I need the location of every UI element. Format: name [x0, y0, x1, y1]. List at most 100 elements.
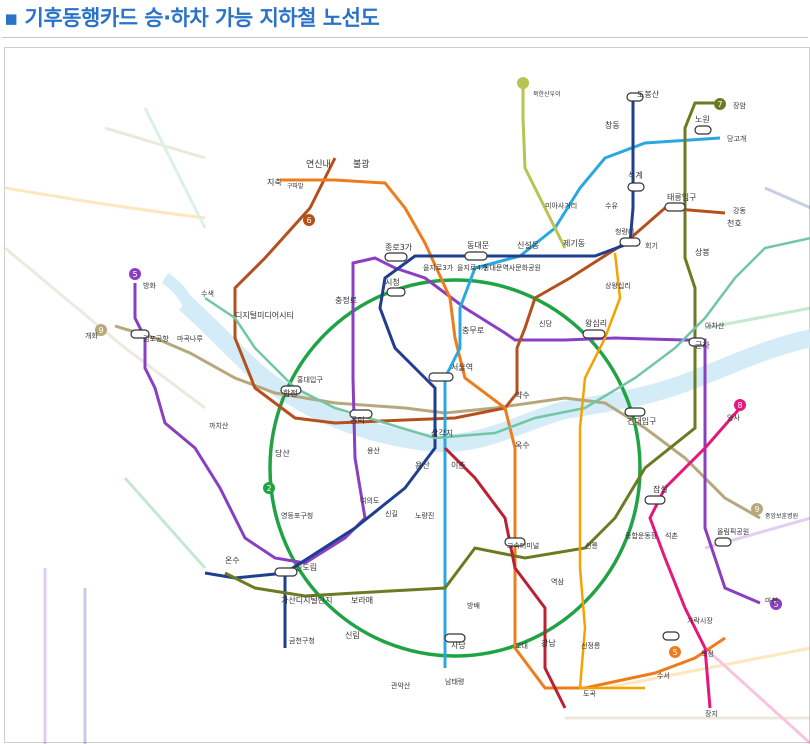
- sinbundang-line-route: [443, 446, 567, 709]
- han-river-west: [161, 273, 196, 310]
- station-label-samgakji: 삼각지: [431, 428, 453, 438]
- station-marker-gunja: [688, 337, 706, 347]
- station-label-konkuk: 건대입구: [627, 416, 656, 426]
- station-label-bulgwang: 불광: [353, 158, 370, 170]
- station-marker-konkuk: [624, 407, 646, 417]
- station-label-geumcheon: 금천구청: [289, 636, 315, 645]
- station-label-jungang-bohun: 중앙보훈병원: [765, 512, 798, 520]
- gyeongui-line-route: [204, 236, 810, 440]
- page-title: ▪ 기후동행카드 승·하차 가능 지하철 노선도: [4, 6, 380, 30]
- station-label-gupabal: 구파발: [287, 182, 304, 190]
- station-marker-gimpo: [130, 329, 150, 339]
- station-marker-sindorim: [274, 567, 298, 577]
- station-label-sinseoldong: 신설동: [517, 240, 539, 250]
- line-9-badge-east: [751, 503, 763, 515]
- station-marker-olympic-park: [714, 537, 732, 547]
- station-label-euljiro3: 을지로3가: [423, 263, 454, 272]
- station-label-macheon: 마천: [765, 596, 778, 605]
- station-marker-seoul-station: [428, 372, 454, 382]
- suin-line-route: [578, 252, 645, 690]
- line-2-badge-west-label: 2: [266, 484, 271, 493]
- station-label-amsa: 암사: [727, 413, 740, 422]
- station-label-yeongdeungpo-office: 영등포구청: [281, 511, 313, 520]
- station-label-dobongsan: 도봉산: [637, 89, 660, 99]
- line-5-badge-east-label: 5: [773, 600, 778, 609]
- line-6-route: [233, 157, 726, 425]
- station-label-jangji: 장지: [705, 709, 718, 718]
- station-label-hyochang: 용산: [367, 446, 380, 455]
- station-label-boramae: 보라매: [351, 596, 373, 605]
- station-label-garak: 가락시장: [687, 616, 713, 625]
- station-marker-dongdaemun: [464, 251, 488, 261]
- station-label-yeonsinnae: 연신내: [306, 159, 331, 170]
- subway-map: 5 9 6 7 2 8 9 5 5: [5, 77, 810, 744]
- station-label-sindorim: 신도림: [295, 562, 317, 572]
- line-9-badge-west: [95, 324, 107, 336]
- station-marker-wangsimni: [582, 329, 606, 339]
- line-4-route: [443, 136, 721, 668]
- station-label-seolleung: 선릉: [585, 541, 598, 550]
- station-marker-taereung: [664, 202, 686, 212]
- station-label-olympic-park: 올림픽공원: [717, 527, 749, 536]
- station-label-magongnaru: 마곡나루: [177, 334, 203, 343]
- station-label-dongdaemun-history: 동대문역사문화공원: [483, 263, 541, 272]
- station-label-sillim: 신림: [345, 630, 360, 640]
- station-label-achasan: 아차산: [705, 321, 725, 330]
- station-label-yaksu: 약수: [515, 390, 530, 400]
- station-marker-seokgye: [627, 182, 645, 192]
- station-label-oksu: 옥수: [515, 441, 530, 450]
- station-label-sadang: 사당: [451, 640, 466, 650]
- station-label-seonjeongneung: 선정릉: [581, 641, 601, 650]
- line-9-badge-west-label: 9: [98, 326, 103, 335]
- title-divider: [2, 37, 808, 38]
- station-marker-express-bus: [504, 537, 526, 547]
- station-label-dangsan: 당산: [275, 448, 290, 458]
- station-label-suseo: 수서: [657, 671, 670, 680]
- station-label-gongdeok: 공덕: [350, 415, 365, 425]
- station-label-banghwa: 방화: [143, 281, 156, 290]
- ui-line-badge: [517, 77, 529, 89]
- line-5-badge-east: [770, 598, 782, 610]
- station-label-gangdong: 강동: [733, 206, 746, 215]
- station-label-jangam: 장암: [733, 101, 746, 110]
- line-8-badge-label: 8: [737, 401, 742, 410]
- station-label-namtaeryeong: 남태령: [445, 677, 464, 686]
- title-bar: ▪ 기후동행카드 승·하차 가능 지하철 노선도: [0, 0, 810, 38]
- station-label-euljiro4: 을지로4가: [457, 263, 488, 272]
- station-label-gasan: 가산디지털단지: [281, 595, 333, 605]
- station-label-sindang: 신당: [539, 319, 552, 328]
- station-label-bokjeong: 복정: [701, 649, 714, 658]
- station-label-onsu: 온수: [225, 556, 240, 565]
- station-label-seokgye: 석계: [628, 170, 643, 180]
- station-label-gangnam: 강남: [541, 638, 556, 648]
- station-label-dogok: 도곡: [583, 690, 596, 698]
- station-label-jichuk: 지축: [267, 178, 282, 187]
- station-label-seokchon: 석촌: [665, 531, 678, 540]
- station-label-jegi: 제기동: [563, 239, 585, 248]
- line-9-badge-east-label: 9: [754, 505, 759, 514]
- station-labels: 연신내 불광 지축 구파발 디지털미디어시티 홍대입구 합정 충정로 종로3가 …: [85, 89, 798, 718]
- station-label-hoegi: 회기: [645, 241, 658, 250]
- line-7-badge: [714, 98, 726, 110]
- line-1-route: [204, 96, 635, 580]
- station-label-bangbae: 방배: [467, 601, 480, 610]
- station-label-suyu: 수유: [605, 202, 618, 210]
- station-marker-dobongsan: [626, 92, 644, 102]
- station-label-sangbong: 상봉: [695, 247, 710, 257]
- line-8-route: [648, 407, 742, 709]
- station-label-gimpo-airport: 김포공항: [143, 334, 169, 343]
- station-marker-gongdeok: [349, 409, 373, 419]
- transfer-stations: [130, 92, 732, 643]
- station-label-singil: 신길: [385, 509, 398, 518]
- station-label-gunja: 군자: [695, 341, 710, 350]
- station-label-kkachisan: 까치산: [209, 421, 229, 430]
- station-label-sangwangsimni: 상왕십리: [605, 281, 631, 290]
- station-label-hongdae: 홍대입구: [297, 375, 323, 384]
- line-5-badge-west: [129, 268, 141, 280]
- station-label-wangsimni: 왕십리: [585, 319, 607, 328]
- line-8-badge: [734, 399, 746, 411]
- station-label-dmc: 디지털미디어시티: [235, 310, 294, 320]
- station-label-nowon: 노원: [695, 115, 710, 124]
- line-badges: 5 9 6 7 2 8 9 5 5: [95, 77, 782, 658]
- station-label-noryangjin: 노량진: [415, 511, 434, 520]
